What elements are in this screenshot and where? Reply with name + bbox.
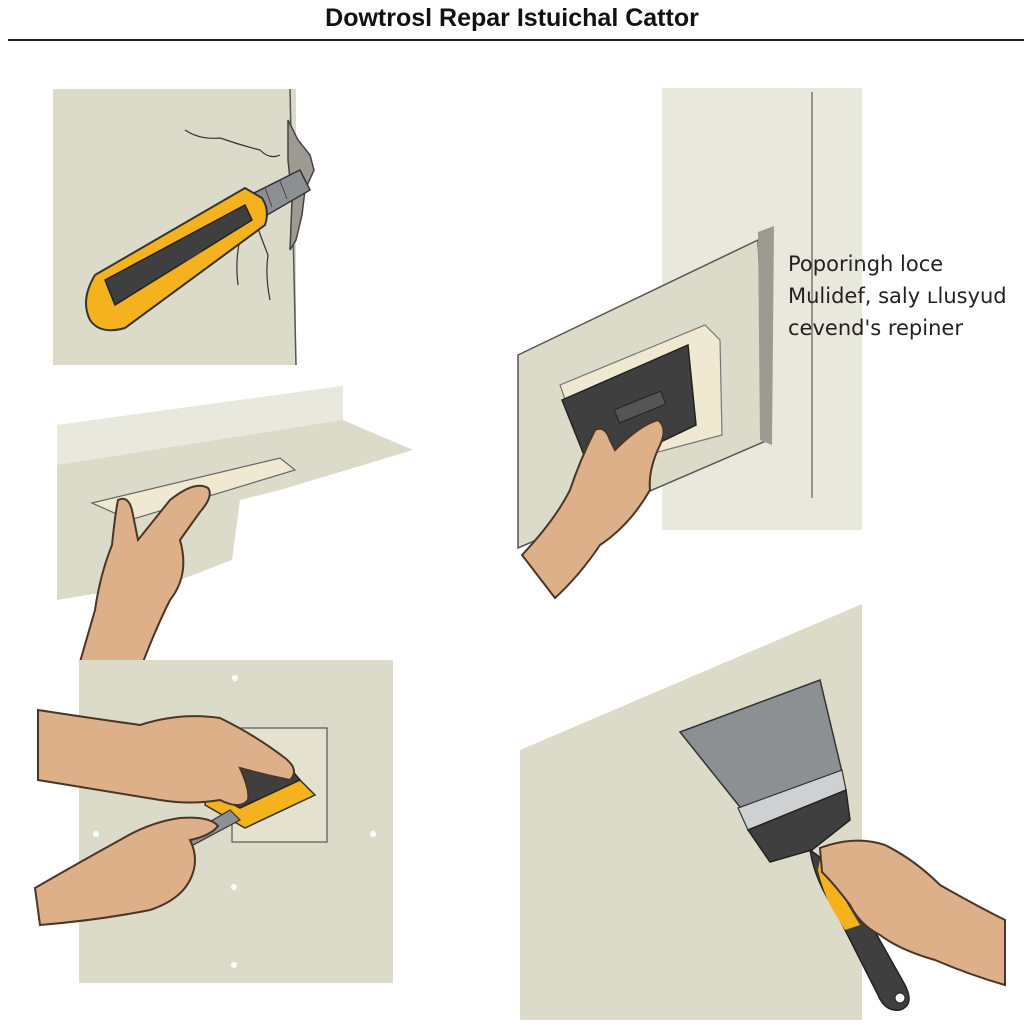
crack [184, 129, 281, 158]
hand-icon [818, 839, 1006, 987]
step-caption: Poporingh loce Mulidef, saly ʟlusyud cev… [788, 248, 1007, 344]
caption-line-2: Mulidef, saly ʟlusyud [788, 284, 1007, 308]
hand-icon [78, 484, 211, 672]
putty-knife-icon [678, 679, 910, 1011]
panel-press-mesh-patch [517, 88, 862, 600]
panel-apply-patch [57, 386, 413, 672]
panel-trace-and-cut-patch [33, 660, 393, 983]
hand-icon [520, 418, 665, 600]
caption-line-3: cevend's repiner [788, 316, 963, 340]
utility-knife-icon [85, 168, 311, 332]
hand-icon [33, 816, 220, 927]
panel-cut-damaged-area [53, 88, 315, 366]
caption-line-1: Poporingh loce [788, 252, 944, 276]
panel-smooth-compound [520, 604, 1006, 1020]
page-title: Dowtrosl Repar Istuichal Cattor [325, 4, 699, 32]
title-divider [8, 39, 1024, 41]
hand-icon [37, 708, 295, 806]
